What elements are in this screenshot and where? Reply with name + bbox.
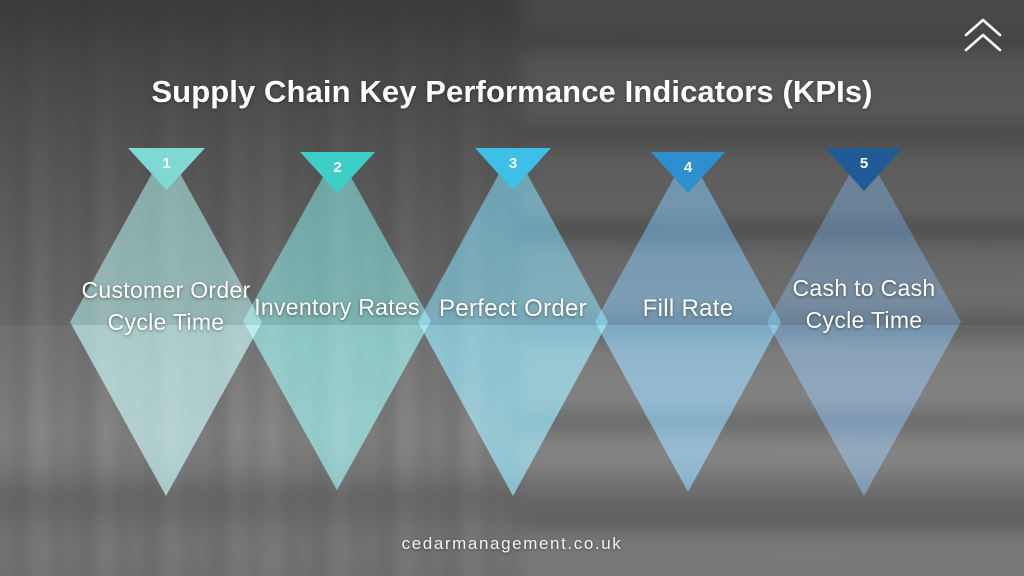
kpi-diamond-lower-highlight xyxy=(418,325,608,496)
kpi-number-badge-5: 5 xyxy=(825,148,903,191)
double-chevron-up-icon xyxy=(960,14,1006,60)
kpi-diamond-lower-highlight xyxy=(767,325,961,496)
kpi-number: 4 xyxy=(683,159,693,176)
kpi-diamond-lower-highlight xyxy=(70,325,262,496)
kpi-number-badge-3: 3 xyxy=(475,148,551,190)
kpi-number: 1 xyxy=(162,155,171,172)
kpi-diamond-lower-highlight xyxy=(243,325,431,490)
kpi-number-badge-2: 2 xyxy=(300,152,375,193)
kpi-number: 3 xyxy=(508,155,518,172)
kpi-number-badge-1: 1 xyxy=(128,148,205,190)
kpi-number-badge-4: 4 xyxy=(651,152,725,193)
kpi-number: 5 xyxy=(859,155,869,172)
kpi-diamond-lower-highlight xyxy=(595,325,781,492)
kpi-number: 2 xyxy=(333,159,342,176)
page-title: Supply Chain Key Performance Indicators … xyxy=(151,74,873,109)
footer-website: cedarmanagement.co.uk xyxy=(401,534,623,553)
